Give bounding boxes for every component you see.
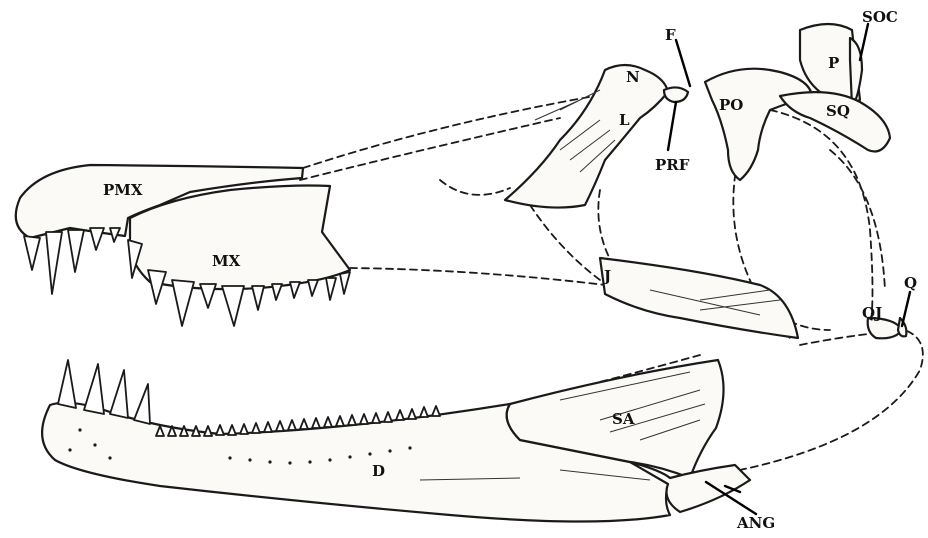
label-nasal: N: [626, 68, 640, 86]
label-parietal: P: [828, 54, 839, 72]
label-premaxilla: PMX: [103, 181, 143, 199]
label-postorbital: PO: [719, 96, 743, 114]
upper-skull: [16, 24, 907, 338]
label-lacrimal: L: [619, 111, 630, 129]
supraoccipital-leader: [860, 24, 868, 60]
label-dentary: D: [372, 462, 385, 480]
label-jugal: J: [602, 267, 611, 285]
nasal-lacrimal-bone: [505, 65, 668, 208]
quadrate-leader: [902, 292, 910, 326]
jugal-bone: [600, 258, 798, 338]
label-surangular: SA: [612, 410, 635, 428]
label-quadrate: Q: [904, 274, 917, 292]
frontal-leader: [676, 40, 690, 86]
prefrontal-leader: [668, 102, 676, 150]
label-quadratojugal: QJ: [862, 304, 882, 322]
label-maxilla: MX: [212, 252, 241, 270]
label-supraoccipital: SOC: [862, 8, 898, 26]
label-squamosal: SQ: [826, 102, 850, 120]
postorbital-bone: [705, 69, 812, 180]
label-prefrontal: PRF: [655, 156, 690, 174]
label-frontal: F: [665, 26, 676, 44]
label-angular: ANG: [736, 514, 775, 532]
prefrontal-bone: [664, 87, 688, 102]
